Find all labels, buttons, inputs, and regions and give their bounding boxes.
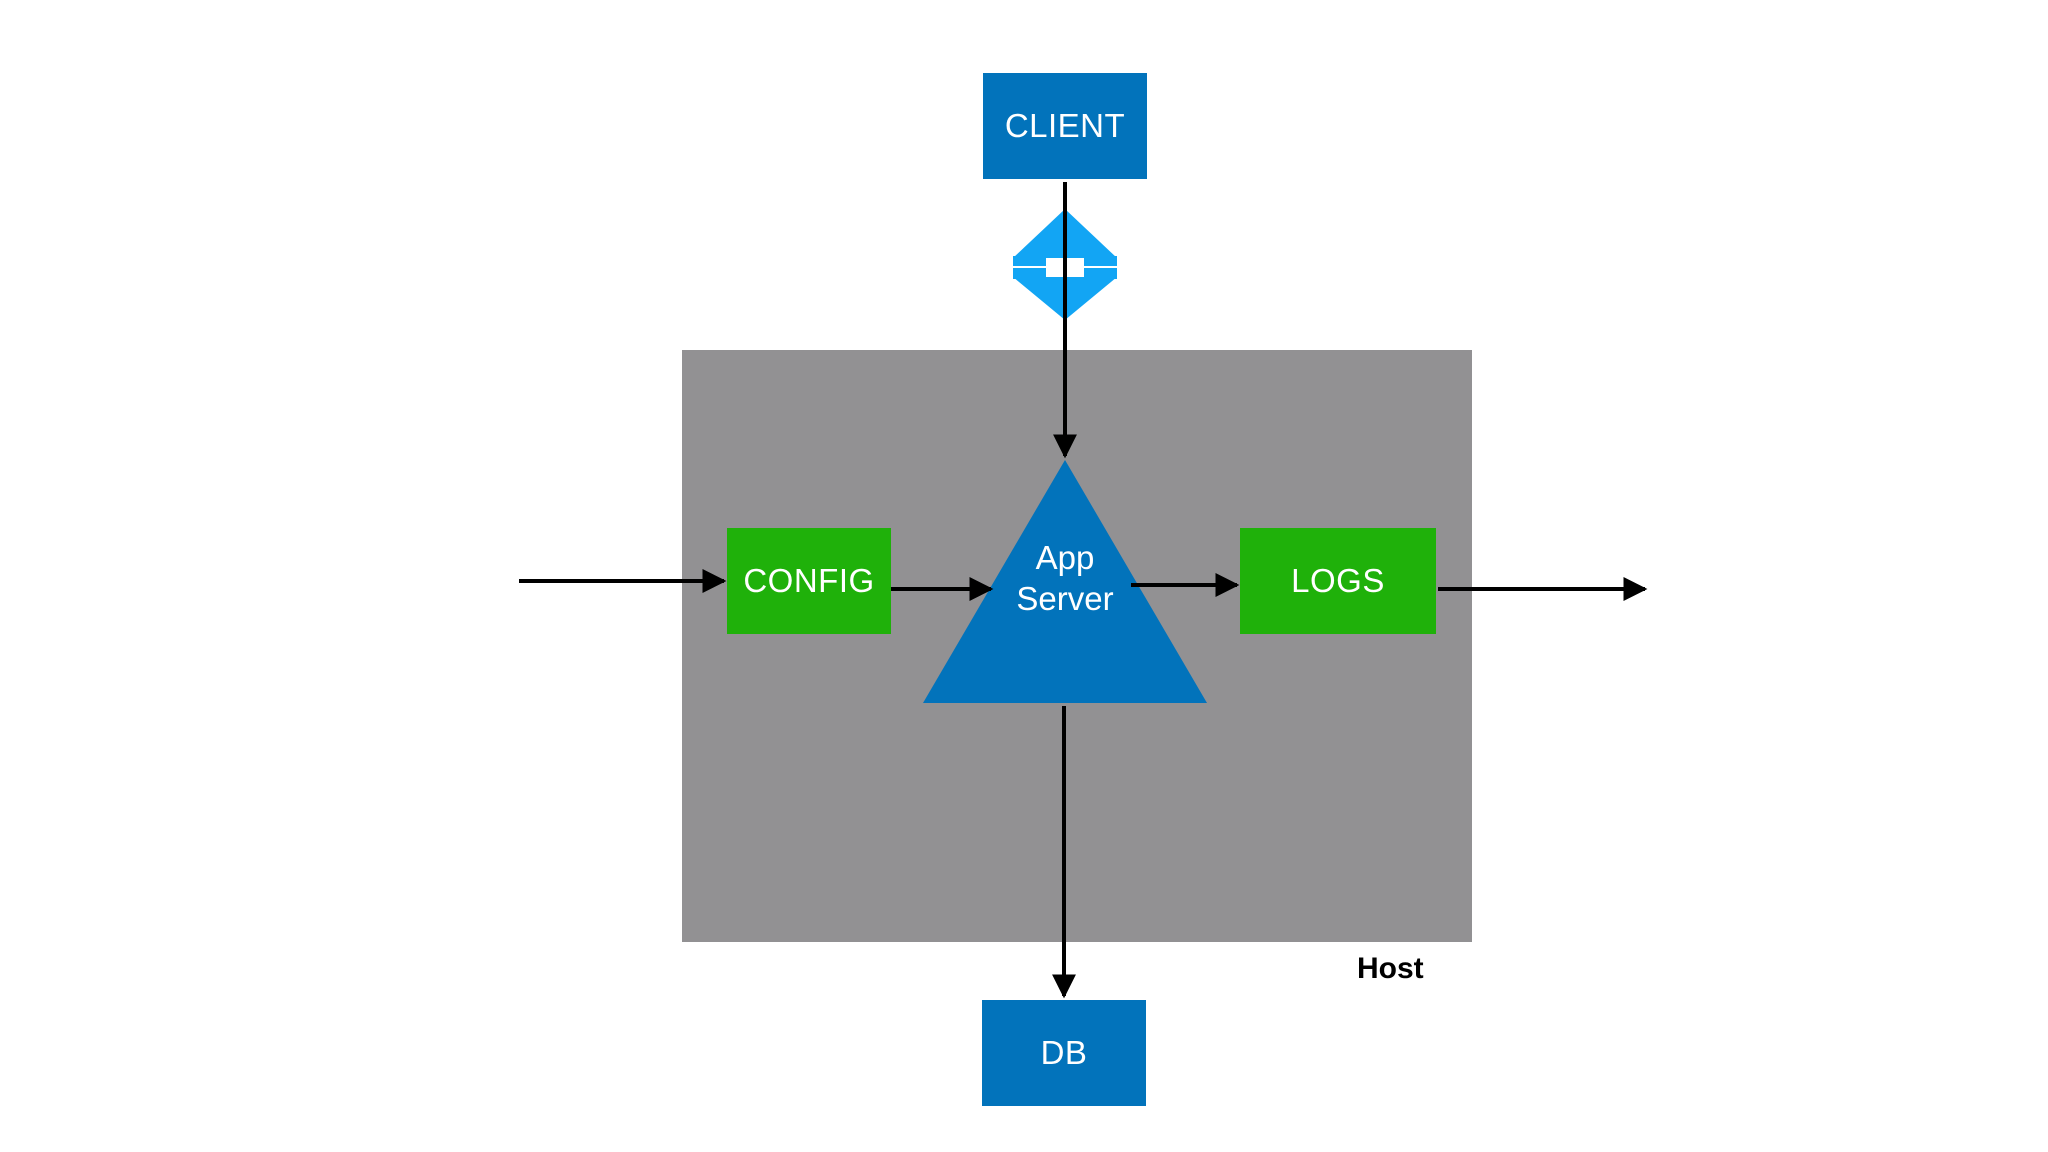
app-server-triangle: [923, 460, 1207, 703]
logs-node: LOGS: [1240, 528, 1436, 634]
app-server-label: App Server: [965, 537, 1165, 619]
client-node: CLIENT: [983, 73, 1147, 179]
db-node: DB: [982, 1000, 1146, 1106]
config-node: CONFIG: [727, 528, 891, 634]
app-server-label-line-2: Server: [1016, 580, 1114, 617]
app-server-label-line-1: App: [1035, 539, 1095, 576]
host-label: Host: [1357, 952, 1424, 985]
